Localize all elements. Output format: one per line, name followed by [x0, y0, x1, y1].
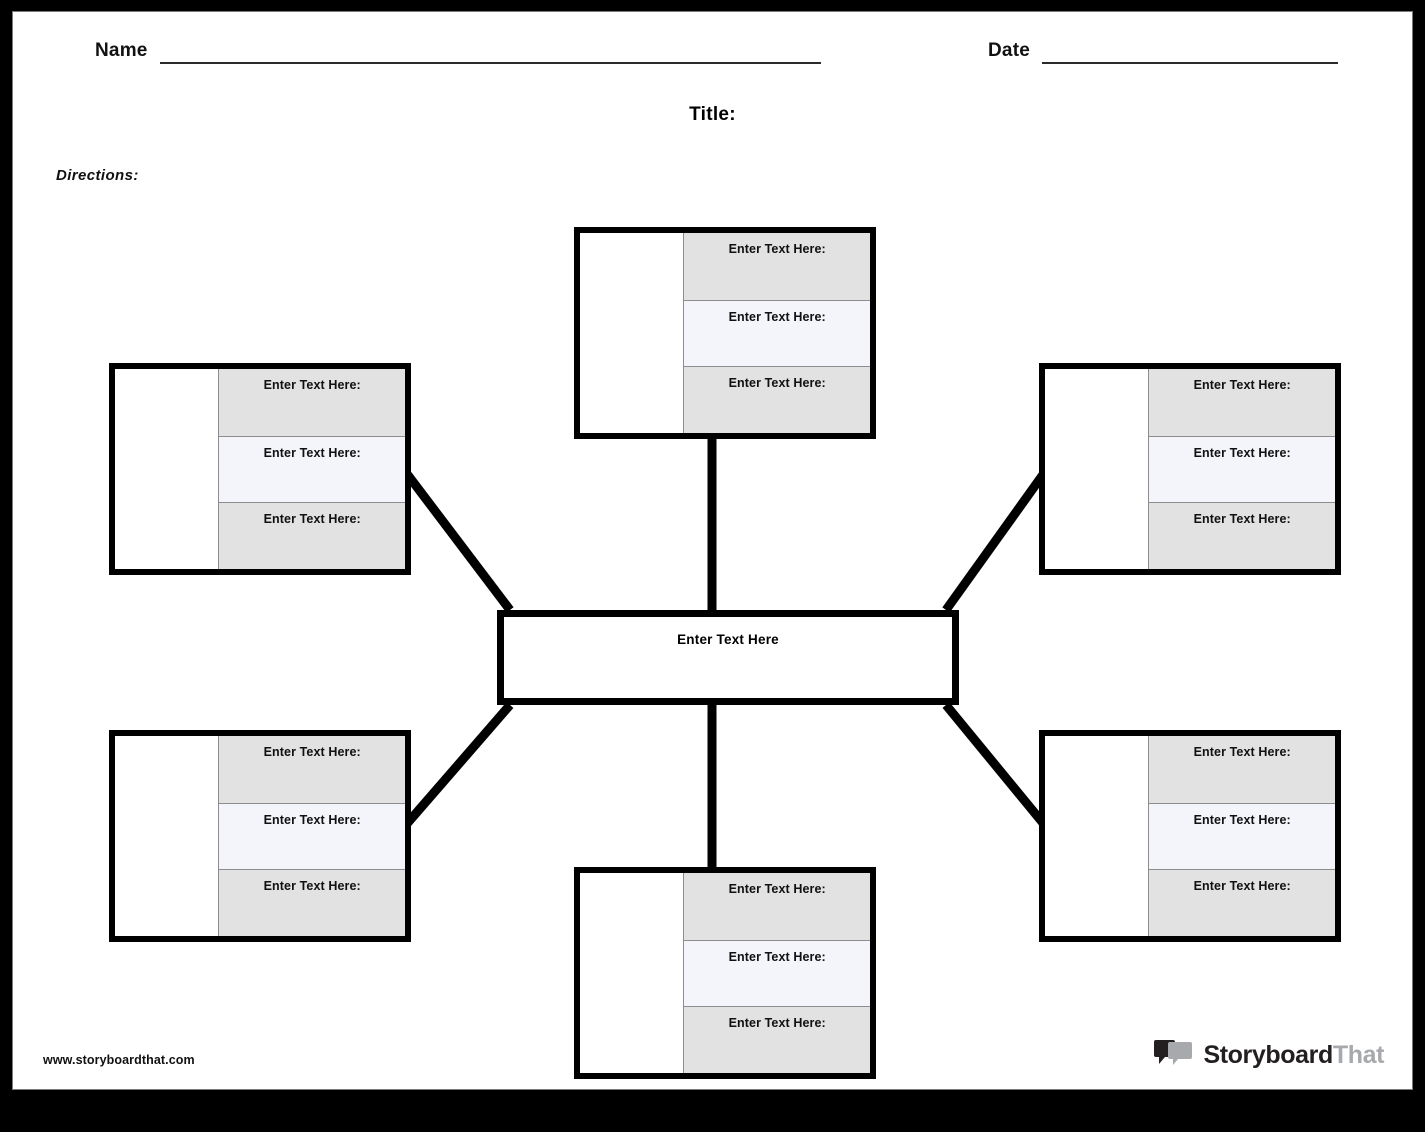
- node-box-left-upper[interactable]: Enter Text Here: Enter Text Here: Enter …: [109, 363, 411, 575]
- center-topic-label: Enter Text Here: [677, 632, 779, 647]
- node-image-placeholder[interactable]: [115, 369, 220, 569]
- node-cell[interactable]: Enter Text Here:: [684, 366, 870, 434]
- logo-text-secondary: That: [1332, 1041, 1385, 1069]
- node-cell[interactable]: Enter Text Here:: [684, 873, 870, 940]
- site-url[interactable]: www.storyboardthat.com: [43, 1053, 195, 1067]
- node-cell[interactable]: Enter Text Here:: [1149, 502, 1335, 570]
- page-title[interactable]: Title:: [689, 104, 736, 125]
- node-box-left-lower[interactable]: Enter Text Here: Enter Text Here: Enter …: [109, 730, 411, 942]
- node-box-bottom-center[interactable]: Enter Text Here: Enter Text Here: Enter …: [574, 867, 876, 1079]
- node-cell[interactable]: Enter Text Here:: [1149, 369, 1335, 436]
- speech-bubble-icon: [1154, 1038, 1194, 1073]
- node-cell-group: Enter Text Here: Enter Text Here: Enter …: [1149, 736, 1335, 937]
- node-image-placeholder[interactable]: [580, 233, 685, 433]
- connector-left-upper: [394, 459, 514, 613]
- center-topic-box[interactable]: Enter Text Here: [497, 610, 959, 705]
- node-cell-group: Enter Text Here: Enter Text Here: Enter …: [219, 369, 405, 570]
- node-image-placeholder[interactable]: [1045, 369, 1150, 569]
- node-cell[interactable]: Enter Text Here:: [684, 939, 870, 1007]
- node-cell-group: Enter Text Here: Enter Text Here: Enter …: [684, 873, 870, 1074]
- node-image-placeholder[interactable]: [115, 736, 220, 936]
- node-cell-group: Enter Text Here: Enter Text Here: Enter …: [1149, 369, 1335, 570]
- node-cell[interactable]: Enter Text Here:: [219, 802, 405, 870]
- node-cell[interactable]: Enter Text Here:: [219, 869, 405, 937]
- node-cell[interactable]: Enter Text Here:: [219, 736, 405, 803]
- connector-left-lower: [394, 702, 514, 837]
- node-cell[interactable]: Enter Text Here:: [1149, 869, 1335, 937]
- node-cell[interactable]: Enter Text Here:: [684, 1006, 870, 1074]
- spider-map-canvas: Enter Text Here: Enter Text Here: Enter …: [13, 12, 1412, 1089]
- connector-right-lower: [942, 702, 1056, 837]
- storyboardthat-logo[interactable]: StoryboardThat: [1154, 1038, 1384, 1073]
- node-cell[interactable]: Enter Text Here:: [219, 502, 405, 570]
- node-cell[interactable]: Enter Text Here:: [1149, 802, 1335, 870]
- node-box-right-upper[interactable]: Enter Text Here: Enter Text Here: Enter …: [1039, 363, 1341, 575]
- node-cell-group: Enter Text Here: Enter Text Here: Enter …: [219, 736, 405, 937]
- logo-text-primary: Storyboard: [1203, 1041, 1333, 1069]
- directions-label[interactable]: Directions:: [56, 167, 139, 184]
- node-cell[interactable]: Enter Text Here:: [1149, 736, 1335, 803]
- name-input-line[interactable]: [159, 44, 821, 64]
- name-field[interactable]: Name: [95, 40, 821, 64]
- node-box-top-center[interactable]: Enter Text Here: Enter Text Here: Enter …: [574, 227, 876, 439]
- node-cell[interactable]: Enter Text Here:: [219, 435, 405, 503]
- node-cell[interactable]: Enter Text Here:: [219, 369, 405, 436]
- name-label: Name: [95, 40, 148, 61]
- connector-right-upper: [942, 459, 1056, 613]
- worksheet-sheet: Name Date Title: Directions:: [13, 12, 1412, 1089]
- date-label: Date: [988, 40, 1030, 61]
- node-box-right-lower[interactable]: Enter Text Here: Enter Text Here: Enter …: [1039, 730, 1341, 942]
- node-cell[interactable]: Enter Text Here:: [684, 299, 870, 367]
- date-field[interactable]: Date: [988, 40, 1338, 64]
- logo-wordmark: StoryboardThat: [1203, 1041, 1384, 1070]
- node-cell[interactable]: Enter Text Here:: [684, 233, 870, 300]
- node-cell-group: Enter Text Here: Enter Text Here: Enter …: [684, 233, 870, 434]
- node-image-placeholder[interactable]: [1045, 736, 1150, 936]
- node-cell[interactable]: Enter Text Here:: [1149, 435, 1335, 503]
- node-image-placeholder[interactable]: [580, 873, 685, 1073]
- date-input-line[interactable]: [1041, 44, 1338, 64]
